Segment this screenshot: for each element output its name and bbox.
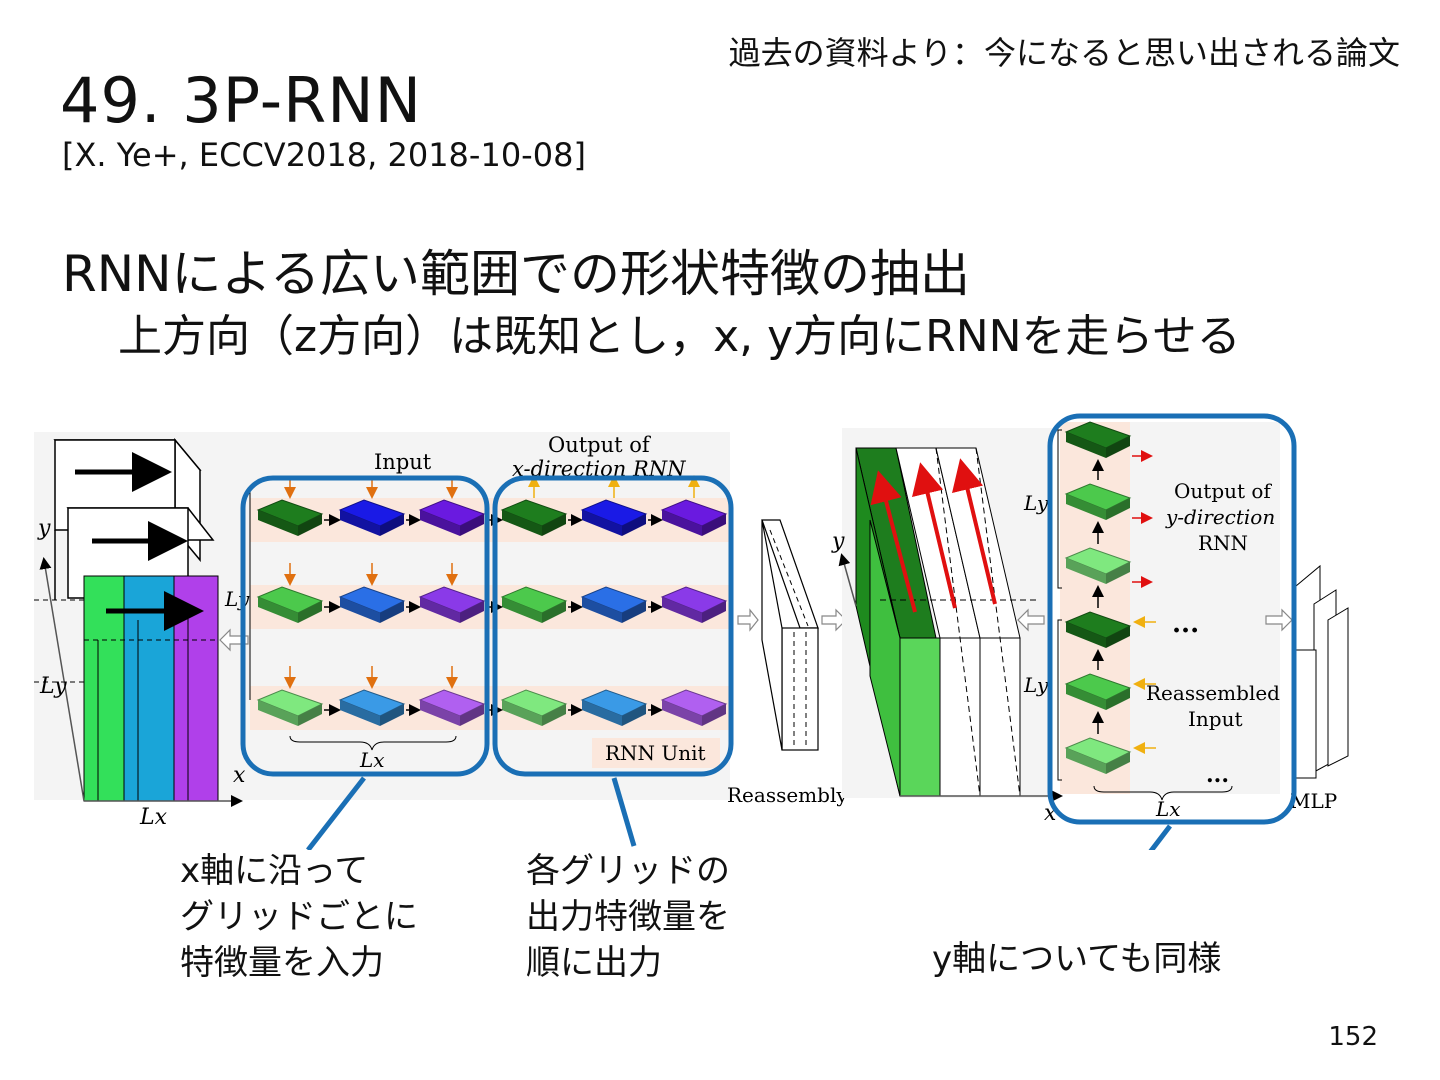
lx-label: Lx xyxy=(139,805,168,830)
slide-subheading: 上方向（z方向）は既知とし，x, y方向にRNNを走らせる xyxy=(118,311,1241,362)
ellipsis-bottom: ... xyxy=(1206,762,1229,788)
note-x-input-line-1: x軸に沿って xyxy=(180,851,369,891)
y-rnn-volume: y x xyxy=(831,428,1063,826)
rnn-unit-label: RNN Unit xyxy=(605,741,706,765)
slide-title: 49. 3P-RNN xyxy=(60,64,422,137)
highlight-y-rnn-box xyxy=(1047,413,1297,825)
ellipsis-mid: ... xyxy=(1172,609,1199,639)
note-grid-output: 各グリッドの 出力特徴量を 順に出力 xyxy=(526,848,730,986)
note-grid-output-line-2: 出力特徴量を xyxy=(526,897,730,937)
grid-lx-label: Lx xyxy=(359,748,385,772)
output-cell xyxy=(580,586,648,623)
output-cell xyxy=(500,586,568,623)
reassembly-label: Reassembly xyxy=(727,783,848,807)
output-cell xyxy=(580,689,648,726)
page-number: 152 xyxy=(1328,1022,1378,1052)
input-cell xyxy=(418,689,486,726)
input-cell xyxy=(256,499,324,536)
output-y-label-1: Output of xyxy=(1174,479,1272,503)
output-cell xyxy=(500,689,568,726)
input-cell xyxy=(256,689,324,726)
mlp-label: MLP xyxy=(1290,789,1337,813)
note-y-axis: y軸についても同様 xyxy=(932,939,1222,979)
highlight-output-box xyxy=(492,475,734,777)
y-rnn-cell xyxy=(1064,611,1132,648)
ly-label: Ly xyxy=(39,674,67,699)
output-y-label-3: RNN xyxy=(1198,531,1248,555)
y-ly-label-bottom: Ly xyxy=(1023,673,1049,697)
note-grid-output-line-1: 各グリッドの xyxy=(526,851,730,891)
y-volume-y-label: y xyxy=(831,529,845,554)
output-x-label-1: Output of xyxy=(548,433,652,457)
note-grid-output-line-3: 順に出力 xyxy=(526,943,662,983)
highlight-input-box xyxy=(240,475,490,777)
input-cell xyxy=(338,689,406,726)
y-axis-label: y xyxy=(37,516,51,541)
output-cell xyxy=(660,586,728,623)
input-cell xyxy=(256,586,324,623)
y-rnn-cell xyxy=(1064,547,1132,584)
y-ly-label-top: Ly xyxy=(1023,491,1049,515)
output-cell xyxy=(660,499,728,536)
slide-tagline: 過去の資料より：今になると思い出される論文 xyxy=(728,34,1400,72)
note-x-input: x軸に沿って グリッドごとに 特徴量を入力 xyxy=(180,848,418,986)
input-cell xyxy=(418,499,486,536)
x-rnn-grid: Input Output of x-direction RNN Ly Lx RN… xyxy=(224,433,730,772)
y-rnn-cell xyxy=(1064,421,1132,458)
input-cell xyxy=(418,586,486,623)
output-cell xyxy=(660,689,728,726)
output-cell xyxy=(580,499,648,536)
y-lx-label: Lx xyxy=(1155,797,1181,821)
grid-ly-label: Ly xyxy=(224,587,250,611)
x-axis-label: x xyxy=(233,763,246,788)
note-x-input-line-3: 特徴量を入力 xyxy=(180,943,384,983)
y-rnn-column: Ly Ly Output of y-direction RNN ... Reas… xyxy=(1023,421,1349,821)
input-cell xyxy=(338,499,406,536)
output-cell xyxy=(500,499,568,536)
architecture-figure: y x Ly Lx Input Output of x-direction RN… xyxy=(34,413,1349,850)
input-label: Input xyxy=(374,450,432,474)
callout-line-1 xyxy=(306,776,366,850)
callout-line-3 xyxy=(1148,824,1172,850)
y-rnn-cell xyxy=(1064,737,1132,774)
slide-heading: RNNによる広い範囲での形状特徴の抽出 xyxy=(62,245,971,303)
reassembled-label-1: Reassembled xyxy=(1146,681,1280,705)
reassembled-label-2: Input xyxy=(1188,707,1243,731)
note-x-input-line-2: グリッドごとに xyxy=(180,897,418,937)
output-y-label-2: y-direction xyxy=(1165,505,1275,529)
y-rnn-cell xyxy=(1064,673,1132,710)
input-cell xyxy=(338,586,406,623)
y-rnn-cell xyxy=(1064,483,1132,520)
callout-line-2 xyxy=(611,777,637,847)
reassembly-block: Reassembly xyxy=(727,519,848,807)
citation: [X. Ye+, ECCV2018, 2018-10-08] xyxy=(62,136,586,174)
